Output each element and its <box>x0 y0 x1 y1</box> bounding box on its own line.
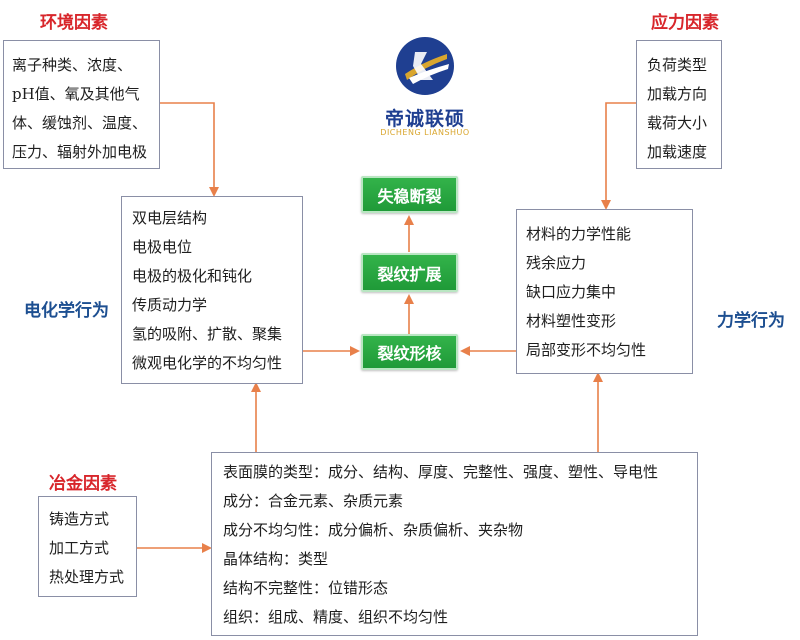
arrow-stress-to-mech <box>601 102 636 210</box>
mechanical-box: 材料的力学性能 残余应力 缺口应力集中 材料塑性变形 局部变形不均匀性 <box>516 209 693 374</box>
mech-line: 局部变形不均匀性 <box>526 341 647 359</box>
material-line: 成分：合金元素、杂质元素 <box>223 492 404 510</box>
metallurgical-title: 冶金因素 <box>49 474 117 494</box>
electro-line: 微观电化学的不均匀性 <box>132 354 283 372</box>
metal-line: 加工方式 <box>49 539 110 557</box>
electrochemical-box: 双电层结构 电极电位 电极的极化和钝化 传质动力学 氢的吸附、扩散、聚集 微观电… <box>121 196 303 384</box>
stress-factors-box: 负荷类型 加载方向 载荷大小 加载速度 <box>636 40 722 169</box>
electro-line: 氢的吸附、扩散、聚集 <box>132 325 283 343</box>
electro-line: 传质动力学 <box>132 296 208 314</box>
mech-line: 材料的力学性能 <box>526 225 632 243</box>
brand-emblem-icon <box>396 37 454 95</box>
mech-line: 残余应力 <box>526 254 587 272</box>
env-line: pH值、氧及其他气 <box>12 85 140 103</box>
stress-line: 负荷类型 <box>647 56 708 74</box>
env-line: 离子种类、浓度、 <box>12 56 133 74</box>
material-line: 结构不完整性：位错形态 <box>223 579 389 597</box>
stage-unstable-fracture: 失稳断裂 <box>361 176 458 213</box>
stress-line: 加载方向 <box>647 85 708 103</box>
material-line: 成分不均匀性：成分偏析、杂质偏析、夹杂物 <box>223 521 524 539</box>
stress-factors-title: 应力因素 <box>651 13 719 33</box>
electrochemical-title: 电化学行为 <box>24 301 109 321</box>
env-factors-box: 离子种类、浓度、 pH值、氧及其他气 体、缓蚀剂、温度、 压力、辐射外加电极 <box>3 40 160 169</box>
mech-line: 缺口应力集中 <box>526 283 617 301</box>
arrow-env-to-electro <box>160 102 219 197</box>
stage-crack-nucleation: 裂纹形核 <box>361 334 458 370</box>
mechanical-title: 力学行为 <box>717 311 785 331</box>
stress-line: 载荷大小 <box>647 114 708 132</box>
env-factors-title: 环境因素 <box>40 13 108 33</box>
env-line: 体、缓蚀剂、温度、 <box>12 114 148 132</box>
material-line: 晶体结构：类型 <box>223 550 329 568</box>
brand-logo: 帝诚联硕 DICHENG LIANSHUO <box>380 24 470 137</box>
stress-line: 加载速度 <box>647 143 708 161</box>
electro-line: 电极电位 <box>132 238 193 256</box>
mech-line: 材料塑性变形 <box>526 312 617 330</box>
metal-line: 铸造方式 <box>49 510 110 528</box>
material-line: 表面膜的类型：成分、结构、厚度、完整性、强度、塑性、导电性 <box>223 463 659 481</box>
env-line: 压力、辐射外加电极 <box>12 143 148 161</box>
brand-name-cn: 帝诚联硕 <box>384 108 465 130</box>
brand-name-en: DICHENG LIANSHUO <box>380 128 470 137</box>
electro-line: 双电层结构 <box>132 209 208 227</box>
metallurgical-box: 铸造方式 加工方式 热处理方式 <box>38 496 137 597</box>
electro-line: 电极的极化和钝化 <box>132 267 253 285</box>
material-properties-box: 表面膜的类型：成分、结构、厚度、完整性、强度、塑性、导电性 成分：合金元素、杂质… <box>211 452 698 636</box>
material-line: 组织：组成、精度、组织不均匀性 <box>223 608 449 626</box>
stage-crack-propagation: 裂纹扩展 <box>361 253 458 292</box>
metal-line: 热处理方式 <box>49 568 125 586</box>
